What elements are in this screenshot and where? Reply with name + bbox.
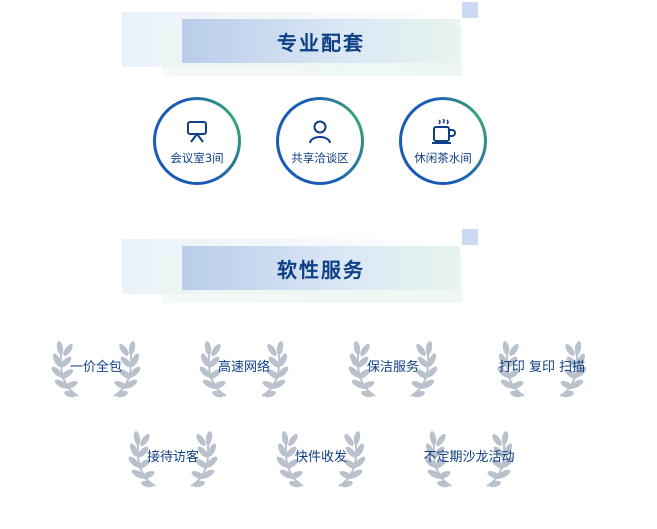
person-icon bbox=[309, 120, 331, 143]
facility-shared-area: 共享洽谈区 bbox=[276, 97, 364, 185]
service-label: 保洁服务 bbox=[366, 360, 419, 375]
service-label: 不定期沙龙活动 bbox=[423, 450, 515, 465]
service-salon: 不定期沙龙活动 bbox=[421, 420, 517, 492]
coffee-cup-icon bbox=[432, 117, 456, 144]
service-network: 高速网络 bbox=[196, 330, 292, 402]
projector-icon bbox=[187, 120, 207, 143]
service-courier: 快件收发 bbox=[273, 420, 369, 492]
section-banner-facilities: 专业配套 bbox=[122, 2, 478, 77]
facility-label: 休闲茶水间 bbox=[414, 150, 472, 165]
section-title-bar: 专业配套 bbox=[182, 19, 460, 63]
service-label: 接待访客 bbox=[146, 450, 199, 465]
section-title-bar: 软性服务 bbox=[182, 246, 460, 290]
service-all-inclusive: 一价全包 bbox=[48, 330, 144, 402]
section-banner-services: 软性服务 bbox=[122, 229, 478, 304]
facility-meeting-room: 会议室3间 bbox=[153, 97, 241, 185]
service-printing: 打印 复印 扫描 bbox=[494, 330, 590, 402]
service-label: 打印 复印 扫描 bbox=[498, 360, 586, 375]
section-title: 专业配套 bbox=[277, 30, 365, 55]
service-label: 高速网络 bbox=[217, 360, 270, 375]
service-cleaning: 保洁服务 bbox=[345, 330, 441, 402]
facility-tea-room: 休闲茶水间 bbox=[399, 97, 487, 185]
facility-label: 会议室3间 bbox=[170, 150, 224, 165]
service-label: 快件收发 bbox=[294, 450, 347, 465]
service-reception: 接待访客 bbox=[125, 420, 221, 492]
facility-label: 共享洽谈区 bbox=[291, 150, 349, 165]
section-title: 软性服务 bbox=[277, 257, 365, 282]
service-label: 一价全包 bbox=[69, 360, 122, 375]
